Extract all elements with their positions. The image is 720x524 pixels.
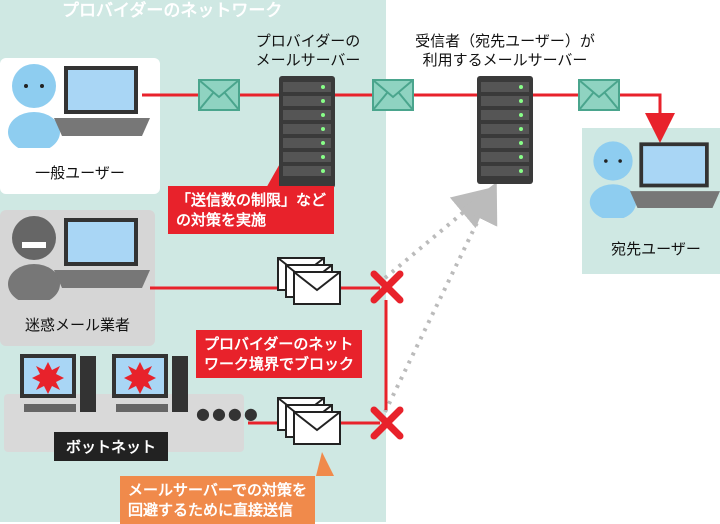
boundary-block-line-2: ワーク境界でブロック xyxy=(204,355,355,373)
laptop-icon xyxy=(54,218,150,288)
recipient-server-label-2: 利用するメールサーバー xyxy=(422,51,588,69)
general-user-label: 一般ユーザー xyxy=(35,164,125,182)
spammer-person-icon xyxy=(8,216,60,300)
envelope-icon xyxy=(578,79,620,111)
bypass-line-1: メールサーバーでの対策を xyxy=(128,481,307,499)
provider-server-label-2: メールサーバー xyxy=(255,51,361,69)
more-dots: ●●●● xyxy=(196,404,260,423)
region-title: プロバイダーのネットワーク xyxy=(62,1,283,21)
envelope-stack-icon xyxy=(277,397,341,445)
bot-computer-icon xyxy=(20,354,96,412)
bypass-callout: メールサーバーでの対策を 回避するために直接送信 xyxy=(120,476,315,524)
send-limit-callout: 「送信数の制限」など の対策を実施 xyxy=(168,186,335,234)
person-icon xyxy=(8,64,60,148)
bot-computer-icon xyxy=(112,354,188,412)
bypass-dotted-2 xyxy=(383,182,498,413)
boundary-block-callout: プロバイダーのネット ワーク境界でブロック xyxy=(196,330,363,378)
bypass-line-2: 回避するために直接送信 xyxy=(128,501,294,519)
envelope-icon xyxy=(198,79,240,111)
recipient-server-label-1: 受信者（宛先ユーザー）が xyxy=(415,32,595,50)
block-x-icon xyxy=(370,270,404,304)
send-limit-line-2: の対策を実施 xyxy=(176,211,267,229)
laptop-icon xyxy=(630,142,720,208)
spammer-label: 迷惑メール業者 xyxy=(24,316,130,334)
callout-pointer-botnet xyxy=(316,452,334,476)
envelope-icon xyxy=(372,79,414,111)
block-x-icon xyxy=(370,406,404,440)
recipient-label: 宛先ユーザー xyxy=(611,240,701,258)
envelope-stack-icon xyxy=(277,257,341,305)
person-icon xyxy=(589,141,637,218)
bypass-dotted-1 xyxy=(383,187,494,280)
botnet-label: ボットネット xyxy=(54,432,169,461)
recipient-server-icon xyxy=(477,76,533,184)
provider-server-icon xyxy=(279,76,335,188)
laptop-icon xyxy=(54,66,150,136)
provider-server-label-1: プロバイダーの xyxy=(255,32,361,50)
send-limit-line-1: 「送信数の制限」など xyxy=(176,191,327,209)
boundary-block-line-1: プロバイダーのネット xyxy=(204,335,354,353)
